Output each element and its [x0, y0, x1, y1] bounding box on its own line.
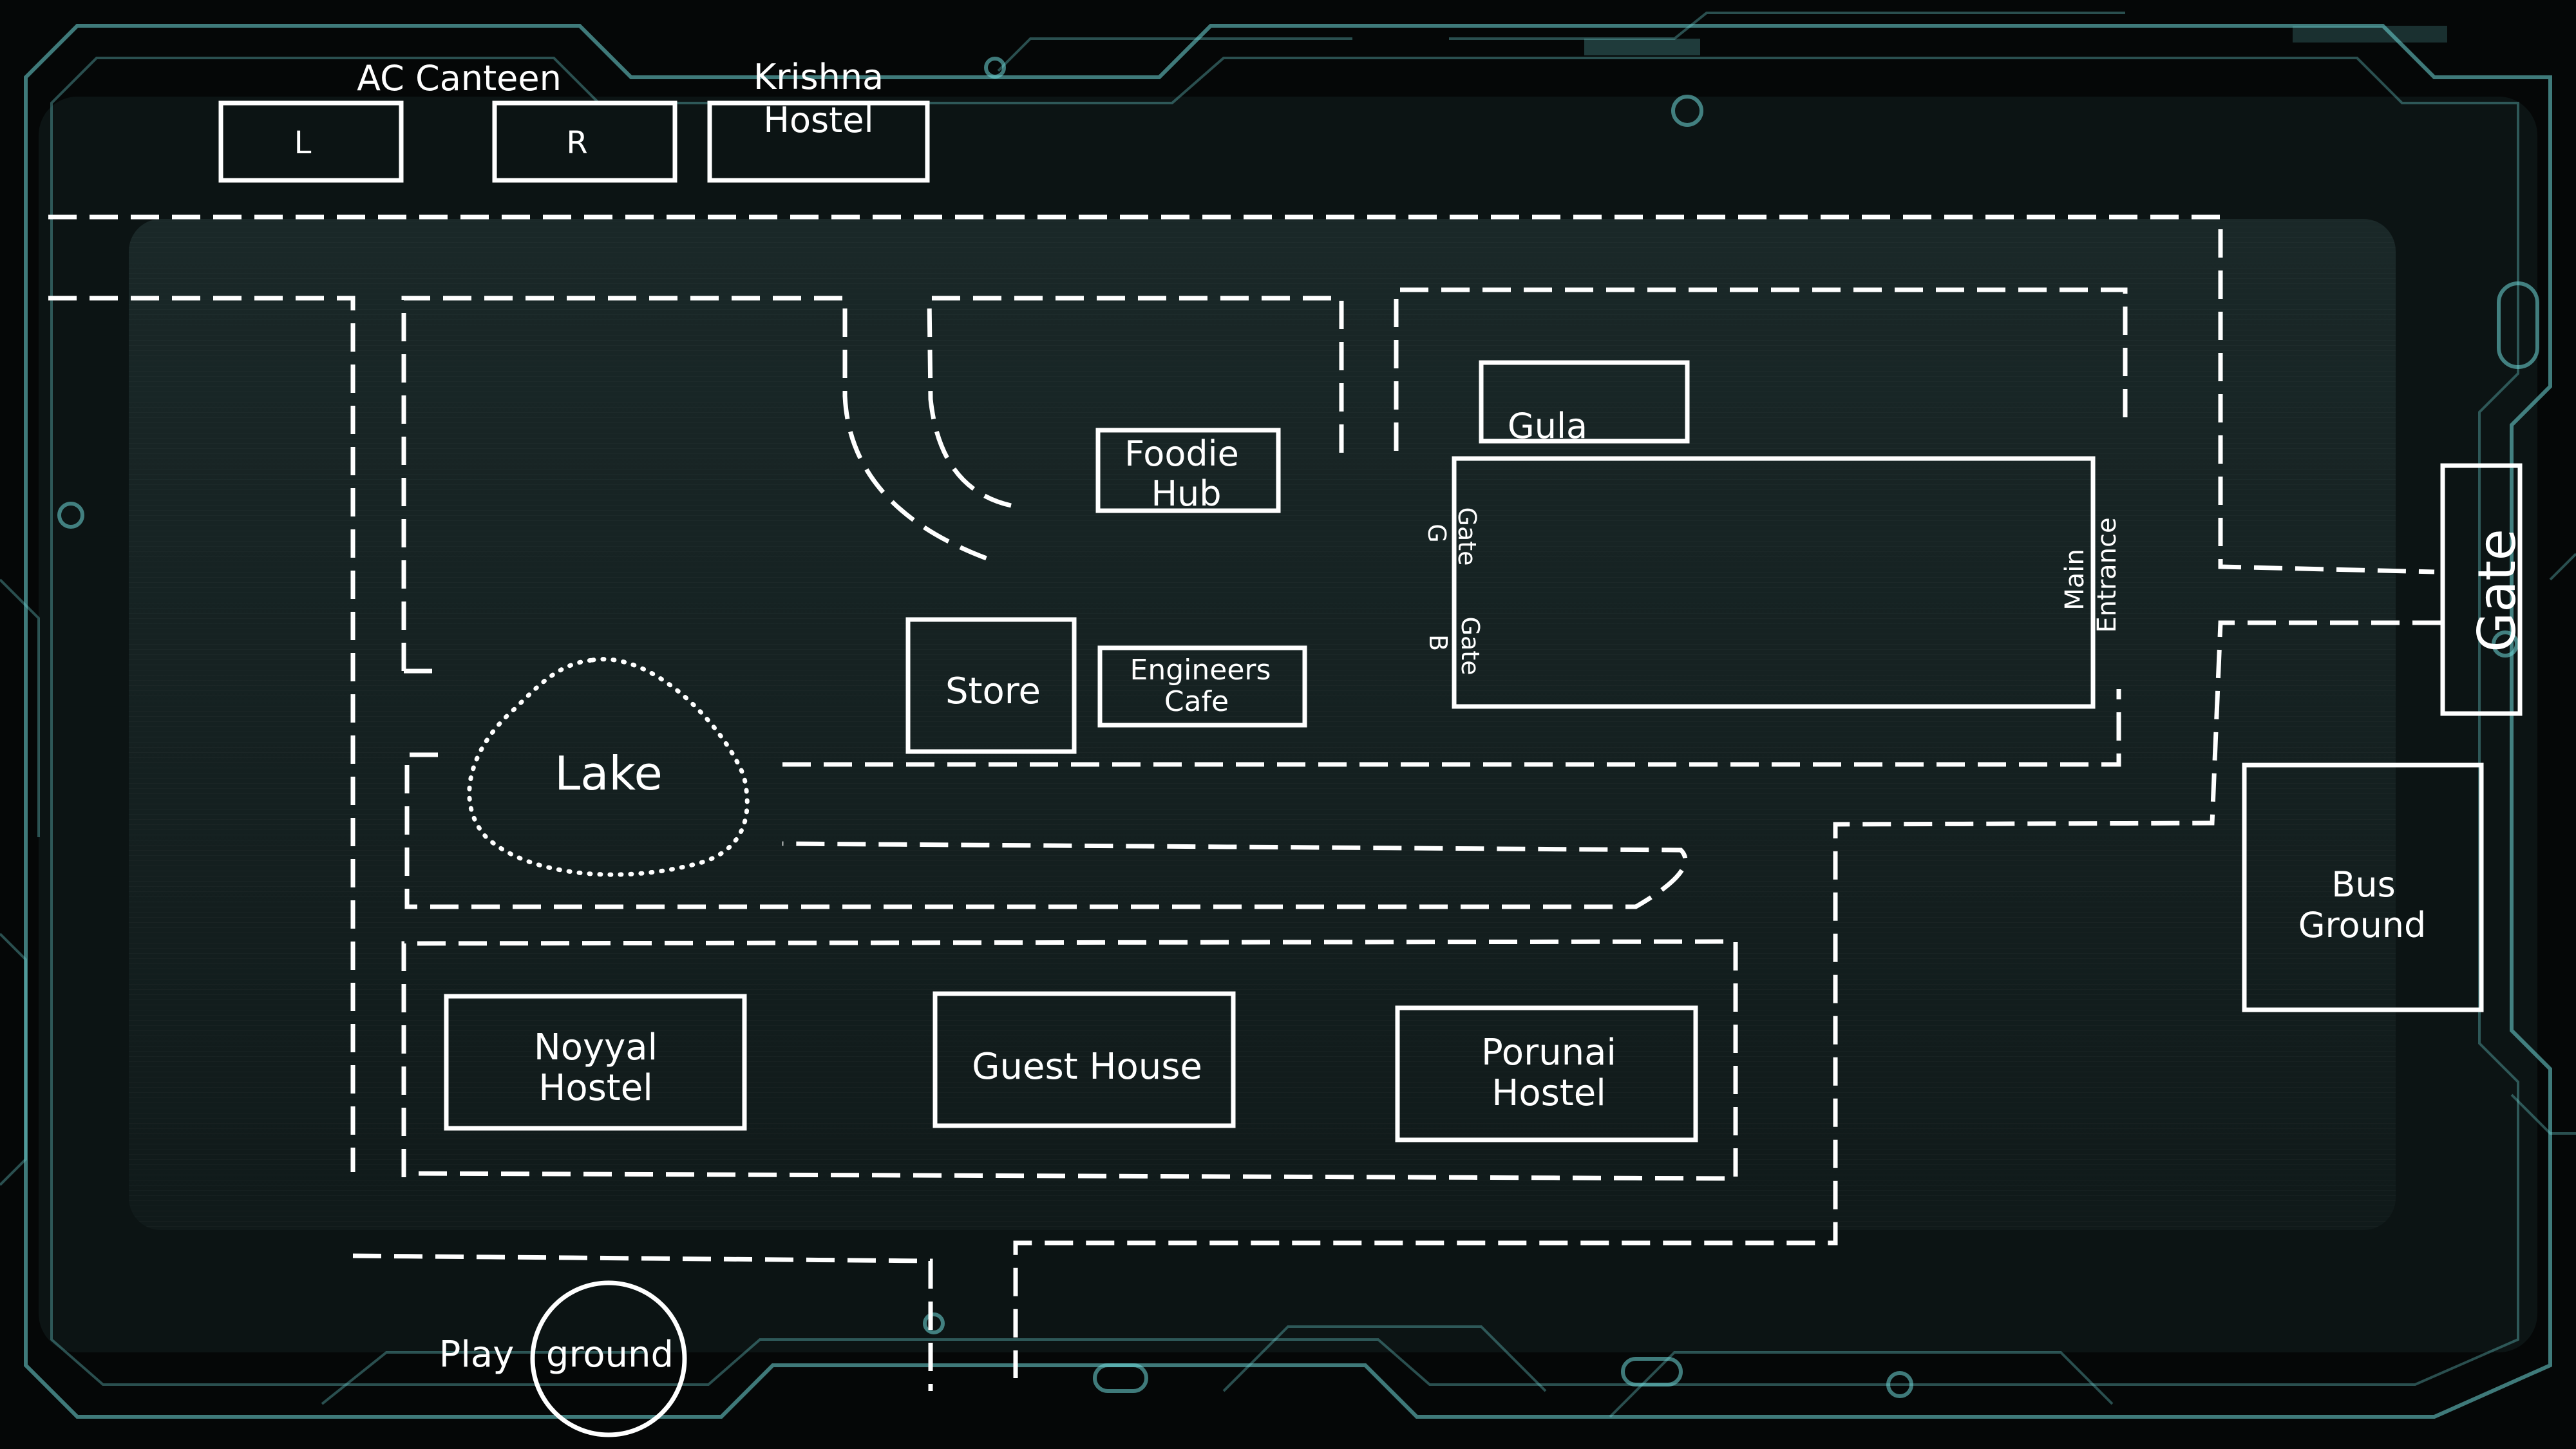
- foodie-hub-label-2: Hub: [1151, 473, 1221, 514]
- gate-b-letter: B: [1424, 634, 1452, 651]
- bus-ground-label-2: Ground: [2298, 905, 2427, 945]
- noyyal-hostel[interactable]: [444, 994, 747, 1131]
- foodie-hub[interactable]: [1095, 428, 1281, 513]
- gate-b[interactable]: Gate B: [1424, 616, 1484, 675]
- gate-b-label: Gate: [1456, 616, 1484, 675]
- bus-ground[interactable]: [2242, 762, 2484, 1012]
- store-label: Store: [945, 670, 1041, 712]
- porunai-hostel-label-1: Porunai: [1481, 1032, 1616, 1074]
- bus-ground-label-1: Bus: [2331, 864, 2395, 905]
- circuit-frame: [0, 12, 2576, 1419]
- canteen-left-label: L: [294, 125, 312, 161]
- krishna-hostel-label-1: Krishna: [753, 57, 884, 97]
- east-road: [1013, 620, 2441, 1378]
- gate-g-label: Gate: [1453, 507, 1481, 565]
- gula-label: Gula: [1508, 406, 1587, 446]
- krishna-hostel-label-2: Hostel: [763, 100, 873, 140]
- main-building[interactable]: [1452, 456, 2096, 709]
- store-road: [782, 689, 2121, 767]
- gula[interactable]: [1479, 360, 1690, 444]
- lake-label: Lake: [554, 746, 663, 800]
- engineers-cafe-label-1: Engineers: [1130, 654, 1271, 687]
- hostel-block: [401, 939, 1738, 1181]
- ground-label: ground: [546, 1334, 674, 1376]
- gate-g[interactable]: Gate G: [1423, 507, 1481, 565]
- gate-g-letter: G: [1423, 524, 1451, 542]
- foodie-hub-label-1: Foodie: [1124, 433, 1239, 474]
- gate-label: Gate: [2467, 529, 2527, 652]
- ac-canteen-label: AC Canteen: [357, 58, 562, 99]
- lake-block-lower: [404, 752, 1688, 909]
- noyyal-hostel-label-1: Noyyal: [534, 1027, 658, 1068]
- gate[interactable]: [2440, 463, 2523, 716]
- engineers-cafe-label-2: Cafe: [1164, 685, 1229, 718]
- porunai-hostel-label-2: Hostel: [1492, 1072, 1606, 1114]
- play-label: Play: [439, 1334, 515, 1376]
- main-entrance-label-2: Entrance: [2092, 517, 2122, 632]
- gula-block-outline: [1394, 287, 2128, 451]
- canteen-left[interactable]: [218, 100, 404, 183]
- canteen-right-label: R: [566, 125, 587, 161]
- main-entrance-label-1: Main: [2060, 549, 2090, 611]
- guest-house-label: Guest House: [972, 1046, 1202, 1088]
- krishna-hostel[interactable]: [707, 100, 930, 183]
- engineers-cafe[interactable]: [1097, 645, 1307, 728]
- playground-circle[interactable]: [530, 1280, 687, 1437]
- main-entrance[interactable]: Main Entrance: [2060, 517, 2122, 632]
- guest-house[interactable]: [933, 991, 1236, 1128]
- lake-outline: [467, 657, 750, 877]
- lake-block-top: [401, 296, 993, 671]
- foodie-curve: [927, 296, 1344, 508]
- noyyal-hostel-label-2: Hostel: [538, 1067, 653, 1109]
- top-road: [48, 214, 2435, 574]
- store[interactable]: [905, 617, 1077, 754]
- paths: [48, 214, 2441, 1391]
- playground-road: [352, 1253, 933, 1391]
- porunai-hostel[interactable]: [1395, 1005, 1698, 1142]
- left-road: [48, 296, 355, 1172]
- canteen-right[interactable]: [492, 100, 677, 183]
